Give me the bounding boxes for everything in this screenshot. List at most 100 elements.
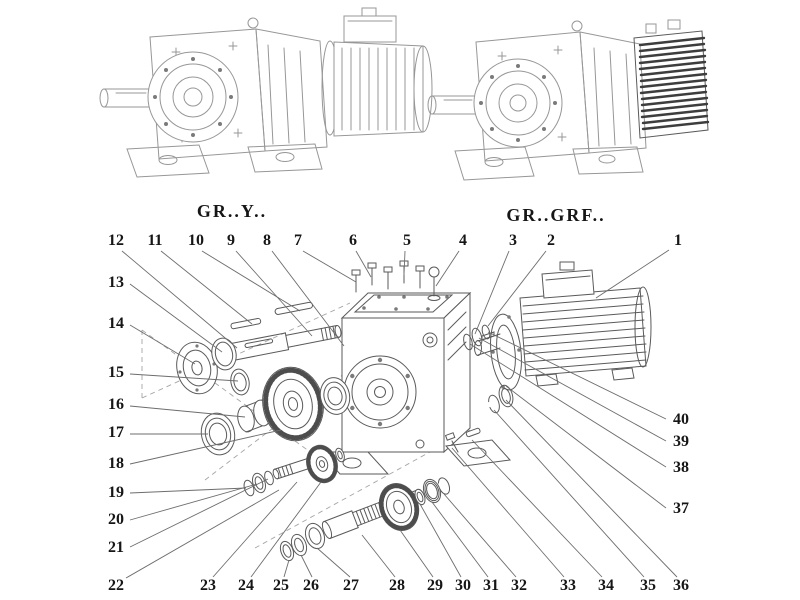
part-number-38: 38 [673, 459, 689, 476]
part-number-31: 31 [483, 577, 499, 594]
electric-motor [321, 7, 433, 137]
leader-line-38 [469, 343, 667, 468]
variant-label-gr-grf: GR..GRF.. [506, 205, 605, 225]
leader-line-3 [474, 250, 510, 335]
part-number-33: 33 [560, 577, 576, 594]
part-number-24: 24 [238, 577, 254, 594]
bolt-icon [367, 262, 377, 286]
part-number-5: 5 [403, 232, 411, 249]
gearbox-feet [454, 146, 644, 181]
bolt-icon [415, 265, 425, 289]
leader-line-13 [129, 283, 223, 353]
part-number-30: 30 [455, 577, 471, 594]
leader-line-32 [443, 493, 517, 578]
bolt-icon [351, 269, 361, 293]
part-number-8: 8 [263, 232, 271, 249]
part-number-16: 16 [108, 396, 124, 413]
leader-line-20 [129, 483, 258, 521]
leader-line-2 [487, 250, 547, 327]
part-number-18: 18 [108, 455, 124, 472]
output-shaft [99, 88, 153, 108]
part-number-22: 22 [108, 577, 124, 594]
part-number-10: 10 [188, 232, 204, 249]
part-number-35: 35 [640, 577, 656, 594]
leader-line-10 [201, 250, 301, 312]
part-number-23: 23 [200, 577, 216, 594]
part-number-26: 26 [303, 577, 319, 594]
gear-set [200, 366, 351, 456]
variant-label-gr-y: GR..Y.. [197, 201, 267, 221]
part-number-29: 29 [427, 577, 443, 594]
part-number-14: 14 [108, 315, 124, 332]
leader-line-40 [487, 331, 667, 420]
part-number-7: 7 [294, 232, 302, 249]
part-number-17: 17 [108, 424, 124, 441]
leader-line-26 [300, 554, 313, 578]
part-number-4: 4 [459, 232, 467, 249]
part-number-27: 27 [343, 577, 359, 594]
leader-line-6 [355, 250, 372, 278]
leader-line-4 [435, 250, 460, 287]
part-number-40: 40 [673, 411, 689, 428]
leader-line-39 [478, 337, 667, 442]
top-bolts [351, 260, 441, 301]
part-number-39: 39 [673, 433, 689, 450]
gear-housing [318, 291, 512, 475]
part-number-37: 37 [673, 500, 689, 517]
part-number-21: 21 [108, 539, 124, 556]
assembled-view-gr-grf [427, 19, 710, 181]
part-number-1: 1 [674, 232, 682, 249]
part-number-6: 6 [349, 232, 357, 249]
leader-line-34 [471, 439, 603, 578]
input-shaft-parts [227, 301, 342, 361]
part-number-15: 15 [108, 364, 124, 381]
leader-line-30 [419, 503, 462, 578]
leader-line-22 [125, 489, 280, 579]
part-number-34: 34 [598, 577, 614, 594]
leader-line-8 [271, 250, 345, 347]
bolt-icon [383, 266, 393, 290]
leader-line-1 [595, 249, 670, 299]
front-bearing-boss [147, 51, 239, 143]
key-icon [230, 317, 262, 330]
leader-line-16 [129, 405, 246, 418]
pinion-shaft [272, 458, 311, 480]
motor [474, 261, 652, 391]
leader-line-24 [250, 481, 322, 578]
part-number-36: 36 [673, 577, 689, 594]
gearbox-feet [126, 143, 323, 178]
leader-line-35 [493, 409, 645, 578]
leader-line-11 [160, 250, 253, 325]
leader-line-15 [129, 373, 239, 382]
part-number-13: 13 [108, 274, 124, 291]
motor-mount-washers [463, 324, 514, 414]
output-shaft [427, 95, 479, 115]
output-shaft-parts [279, 477, 451, 562]
leader-line-9 [235, 250, 313, 337]
intermediate-shaft-parts [243, 444, 345, 497]
key-icon [465, 427, 481, 438]
finned-cover-unit [633, 19, 710, 139]
leader-line-28 [361, 534, 396, 578]
part-number-32: 32 [511, 577, 527, 594]
front-bearing-boss [473, 58, 563, 148]
part-number-11: 11 [147, 232, 162, 249]
assembled-view-gr-y [99, 7, 433, 178]
part-number-28: 28 [389, 577, 405, 594]
bearing-cover-parts [176, 337, 250, 396]
leader-line-29 [399, 529, 434, 578]
leader-line-33 [451, 447, 565, 578]
leader-line-25 [283, 559, 290, 578]
part-number-9: 9 [227, 232, 235, 249]
leader-line-7 [302, 250, 357, 283]
part-number-2: 2 [547, 232, 555, 249]
exploded-view [141, 260, 652, 562]
part-number-19: 19 [108, 484, 124, 501]
leader-line-18 [129, 429, 282, 465]
leader-line-14 [129, 324, 196, 365]
leader-line-23 [212, 481, 298, 578]
housing-bottom-fasteners [444, 427, 481, 453]
